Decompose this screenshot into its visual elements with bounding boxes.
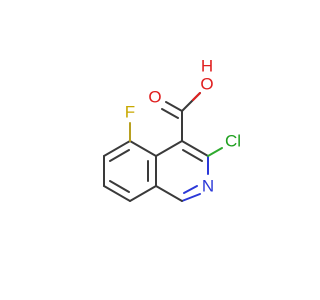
- bond-c-o-double-b: [161, 108, 179, 119]
- atom-label-chlorine: Cl: [225, 132, 241, 151]
- bond-n-c1: [181, 193, 201, 202]
- atom-label-nitrogen: N: [202, 177, 214, 196]
- benzo-ring: [103, 140, 157, 202]
- bond-c7-c8: [103, 185, 131, 202]
- bond-c5-c6: [103, 140, 131, 157]
- bond-c1-c8a: [155, 185, 183, 202]
- bond-c3-cl: [207, 147, 223, 157]
- atom-label-hydrogen: H: [201, 57, 213, 76]
- bond-c6-c5-inner: [109, 149, 130, 162]
- bond-n-c1-inner: [183, 185, 198, 194]
- bond-c4-c3: [181, 140, 209, 157]
- atom-label-oxygen-hydroxyl: O: [200, 75, 213, 94]
- bond-c4-c3-inner: [182, 149, 203, 162]
- bond-c-oh-o: [192, 92, 201, 101]
- bond-c4a-c5: [129, 140, 157, 157]
- atom-label-oxygen-carbonyl: O: [148, 88, 161, 107]
- carboxyl-group: [161, 92, 201, 142]
- pyridine-ring: [155, 140, 209, 202]
- isoquinoline-structure-diagram: O H O F Cl N: [103, 57, 241, 202]
- bond-c-o-double-a: [165, 101, 183, 112]
- bond-c4a-c4: [155, 140, 183, 157]
- bond-c7-c8-inner: [109, 180, 130, 193]
- bond-c8-c8a: [129, 185, 157, 202]
- atom-label-fluorine: F: [125, 103, 135, 122]
